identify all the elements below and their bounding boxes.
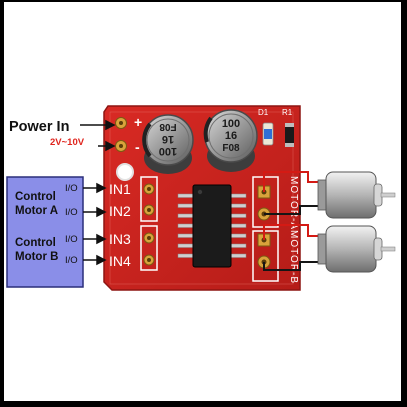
io-label-4: I/O xyxy=(65,255,78,266)
power-pads xyxy=(115,117,127,152)
power-plus-label: + xyxy=(134,114,142,130)
control-motor-a-line2: Motor A xyxy=(15,205,58,217)
in4-label: IN4 xyxy=(109,253,131,269)
motor-a-silkscreen: MOTOR-A xyxy=(288,176,299,230)
power-arrows xyxy=(80,119,116,152)
cap2-value: 100 xyxy=(222,118,240,130)
power-in-title: Power In xyxy=(9,119,69,135)
dc-motor-a xyxy=(317,171,396,219)
cap1-voltage: 16 xyxy=(162,133,174,145)
power-minus-label: - xyxy=(135,139,140,155)
control-motor-a-line1: Control xyxy=(15,191,56,203)
power-voltage: 2V~10V xyxy=(50,137,85,148)
driver-ic xyxy=(177,184,247,268)
in2-label: IN2 xyxy=(109,203,131,219)
resistor-r1 xyxy=(285,123,294,147)
io-label-1: I/O xyxy=(65,183,78,194)
bottom-border xyxy=(0,401,407,407)
control-motor-b-line1: Control xyxy=(15,237,56,249)
r1-label: R1 xyxy=(282,108,293,117)
io-arrows xyxy=(83,182,107,266)
motor-a-wires xyxy=(263,171,322,215)
capacitor-1: 100 16 F08 xyxy=(142,114,194,174)
motor-b-wires xyxy=(263,224,322,271)
io-label-2: I/O xyxy=(65,207,78,218)
control-motor-b-line2: Motor B xyxy=(15,251,58,263)
cap1-code: F08 xyxy=(159,121,177,132)
cap1-value: 100 xyxy=(159,145,177,157)
right-border xyxy=(401,0,407,407)
in1-label: IN1 xyxy=(109,181,131,197)
motor-b-silkscreen: MOTOR-B xyxy=(288,230,299,284)
io-label-3: I/O xyxy=(65,234,78,245)
cap2-code: F08 xyxy=(222,143,240,154)
input-header xyxy=(140,176,158,271)
cap2-voltage: 16 xyxy=(225,130,237,142)
left-border xyxy=(0,0,4,407)
capacitor-2: 100 16 F08 xyxy=(203,109,258,172)
control-box xyxy=(6,176,84,288)
mounting-hole xyxy=(116,163,134,181)
in3-label: IN3 xyxy=(109,231,131,247)
led-d1 xyxy=(262,122,274,146)
d1-label: D1 xyxy=(258,108,269,117)
top-border xyxy=(0,0,407,2)
dc-motor-b xyxy=(317,225,396,273)
